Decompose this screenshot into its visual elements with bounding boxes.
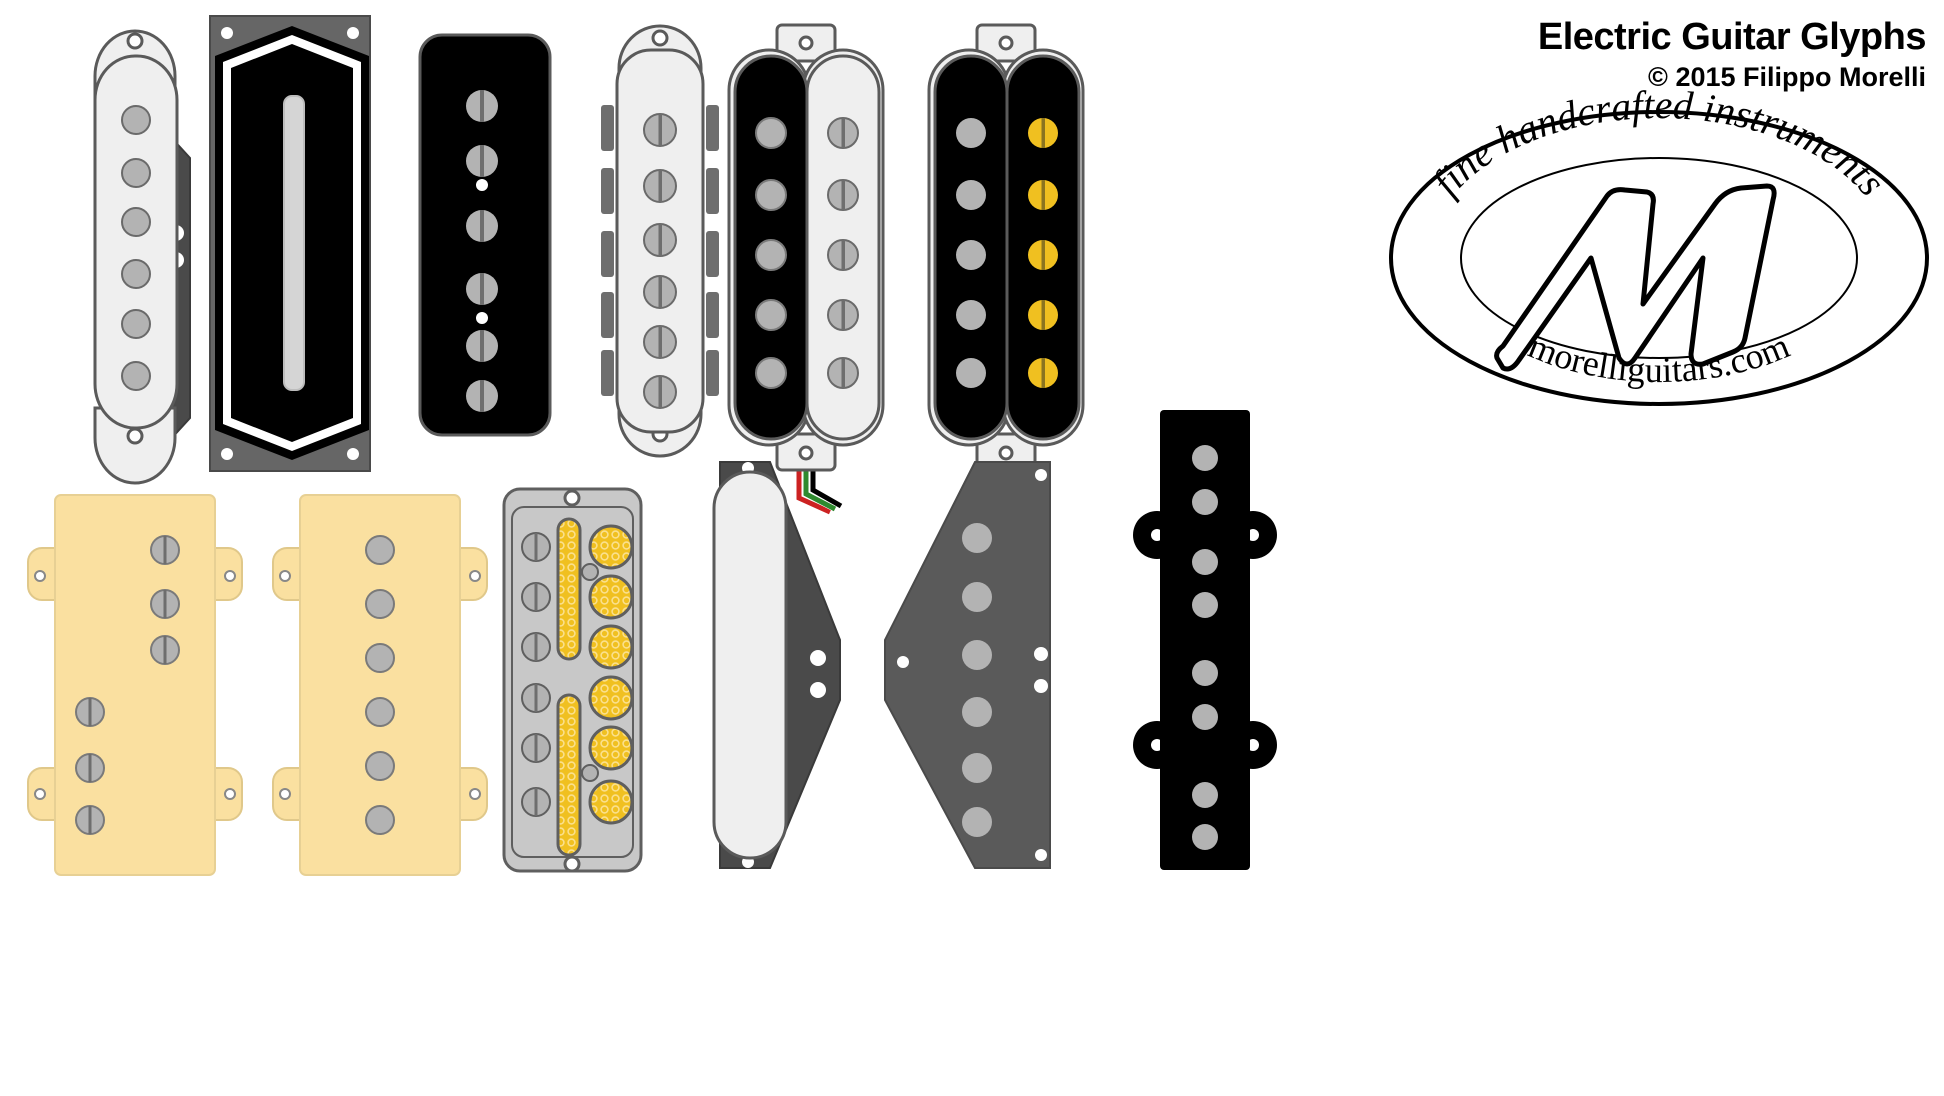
bass-pickup-cover — [1160, 410, 1250, 870]
screw-poles — [827, 117, 859, 389]
ear-holes — [279, 570, 481, 800]
side-rails — [601, 105, 719, 396]
baseplate-holes — [810, 650, 826, 698]
mount-tab-bottom — [775, 432, 837, 472]
glyph-filtertron-pickup[interactable] — [500, 485, 645, 875]
mount-ear-bottom — [93, 406, 177, 485]
plate-holes — [897, 469, 1048, 861]
mount-tab-top — [975, 23, 1037, 63]
glyph-cream-humbucker-inline[interactable] — [265, 490, 495, 880]
pole-pieces — [962, 523, 992, 837]
pole-pieces — [1192, 445, 1218, 850]
mount-tab-top — [775, 23, 837, 63]
glyph-tele-bridge-pickup[interactable] — [865, 450, 1075, 880]
slug-poles — [956, 118, 986, 388]
small-holes — [581, 563, 599, 782]
page-title: Electric Guitar Glyphs — [1537, 16, 1927, 58]
pole-pieces — [121, 105, 151, 391]
glyph-p90-soapbar[interactable] — [415, 30, 555, 440]
pole-pieces-lower — [75, 697, 105, 835]
humbucker-cover — [299, 494, 461, 876]
bottom-mount-hole — [563, 855, 581, 873]
logo-monogram-m — [1494, 183, 1777, 372]
pickup-cover — [93, 54, 179, 430]
copyright-line: © 2015 Filippo Morelli — [1648, 62, 1926, 92]
lead-wires — [796, 468, 843, 515]
top-mount-hole — [563, 489, 581, 507]
glyph-lipstick-angled-pickup[interactable] — [700, 450, 860, 880]
glyph-jazz-bass-pickup[interactable] — [1133, 405, 1277, 875]
gold-mesh-discs — [588, 524, 634, 825]
pole-pieces — [365, 535, 395, 835]
glyph-gold-pole-humbucker[interactable] — [915, 20, 1095, 480]
gold-mesh-slot-lower — [556, 693, 582, 857]
plate-screws — [221, 27, 359, 460]
mounting-holes — [476, 179, 488, 324]
slug-poles — [755, 117, 787, 389]
pole-pieces — [466, 90, 498, 412]
lipstick-cover — [712, 470, 788, 860]
brand-logo[interactable]: fine handcrafted instruments morelliguit… — [1385, 82, 1933, 408]
screw-poles — [521, 532, 551, 817]
ear-holes — [34, 570, 236, 800]
glyph-blade-hexagon-pickup[interactable] — [205, 8, 380, 478]
pole-pieces — [643, 113, 677, 409]
pole-pieces-upper — [150, 535, 180, 665]
gold-mesh-slot-upper — [556, 517, 582, 661]
blade-pole — [283, 95, 305, 391]
glyph-rail-single-coil[interactable] — [595, 20, 725, 460]
glyph-strat-single-coil[interactable] — [40, 8, 220, 485]
glyph-cream-humbucker-staggered[interactable] — [20, 490, 250, 880]
glyph-zebra-humbucker[interactable] — [715, 20, 895, 515]
gold-screw-poles — [1028, 118, 1058, 388]
